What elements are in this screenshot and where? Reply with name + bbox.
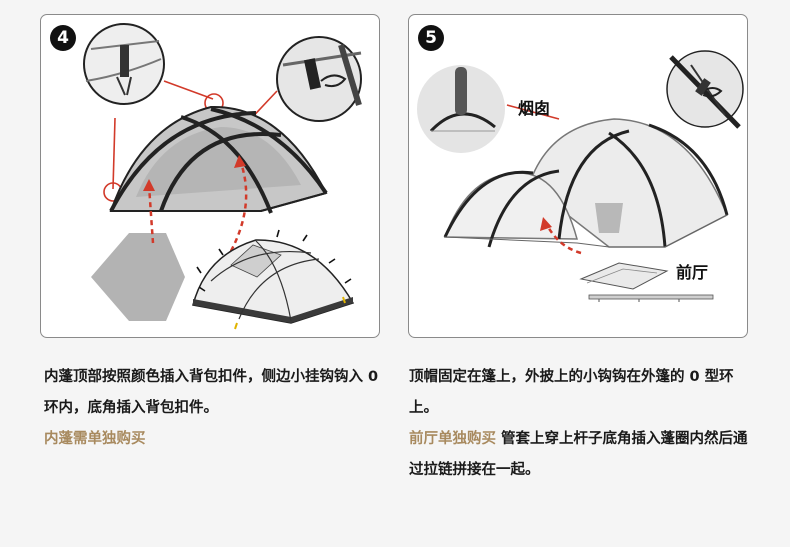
dome-tent-icon <box>111 107 326 213</box>
step-5-description: 顶帽固定在篷上，外披上的小钩钩在外篷的 0 型环上。 前厅单独购买 管套上穿上杆… <box>409 362 759 486</box>
vestibule-label: 前厅 <box>676 259 708 283</box>
hook-detail-icon <box>667 51 743 127</box>
inner-tent-icon <box>193 230 353 329</box>
step-4-panel: 4 <box>40 14 380 338</box>
step-5-instruction-2-wrap: 前厅单独购买 管套上穿上杆子底角插入蓬圈内然后通过拉链拼接在一起。 <box>409 424 759 486</box>
buckle-detail-icon <box>84 24 164 104</box>
inner-tent-hexagon <box>91 233 185 321</box>
step-5-instruction: 顶帽固定在篷上，外披上的小钩钩在外篷的 0 型环上。 <box>409 362 759 424</box>
chimney-label: 烟囱 <box>518 95 550 119</box>
hook-detail-icon <box>277 37 361 121</box>
step-number-badge: 5 <box>418 25 444 51</box>
step-4-instruction: 内蓬顶部按照颜色插入背包扣件，侧边小挂钩钩入 0 环内，底角插入背包扣件。 <box>44 362 394 424</box>
step-number-badge: 4 <box>50 25 76 51</box>
step-5-highlight: 前厅单独购买 <box>409 431 496 447</box>
step-5-panel: 5 烟囱 前厅 <box>408 14 748 338</box>
chimney-detail-icon <box>417 65 505 153</box>
step-4-description: 内蓬顶部按照颜色插入背包扣件，侧边小挂钩钩入 0 环内，底角插入背包扣件。 内蓬… <box>44 362 394 455</box>
step-4-note: 内蓬需单独购买 <box>44 424 394 455</box>
step-4-illustration <box>41 15 380 338</box>
step-5-illustration <box>409 15 748 338</box>
